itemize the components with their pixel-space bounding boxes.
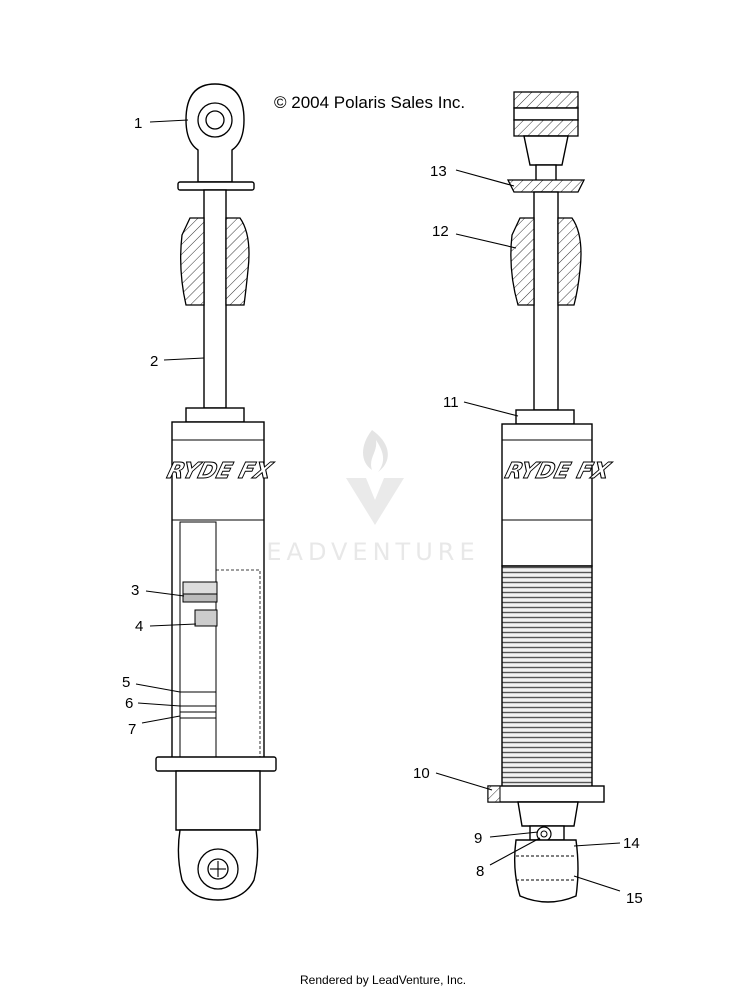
callout-15: 15 bbox=[626, 890, 643, 907]
callout-2: 2 bbox=[150, 353, 158, 370]
callout-1: 1 bbox=[134, 115, 142, 132]
callout-10: 10 bbox=[413, 765, 430, 782]
callout-7: 7 bbox=[128, 721, 136, 738]
callout-12: 12 bbox=[432, 223, 449, 240]
watermark-text: LEADVENTURE bbox=[248, 538, 480, 566]
callout-8: 8 bbox=[476, 863, 484, 880]
leader-lines bbox=[135, 119, 621, 892]
callout-11: 11 bbox=[443, 394, 459, 411]
footer-credit: Rendered by LeadVenture, Inc. bbox=[300, 973, 466, 987]
copyright-text: © 2004 Polaris Sales Inc. bbox=[274, 93, 465, 112]
callout-3: 3 bbox=[131, 582, 139, 599]
left-shock: RYDE FX bbox=[155, 83, 277, 901]
right-shock: RYDE FX bbox=[487, 91, 615, 903]
callout-5: 5 bbox=[122, 674, 130, 691]
callout-4: 4 bbox=[135, 618, 143, 635]
right-logo: RYDE FX bbox=[502, 458, 614, 484]
callout-13: 13 bbox=[430, 163, 447, 180]
left-logo: RYDE FX bbox=[164, 458, 276, 484]
watermark-logo: LEADVENTURE bbox=[248, 430, 480, 566]
callout-6: 6 bbox=[125, 695, 133, 712]
callout-14: 14 bbox=[623, 835, 640, 852]
callout-9: 9 bbox=[474, 830, 482, 847]
